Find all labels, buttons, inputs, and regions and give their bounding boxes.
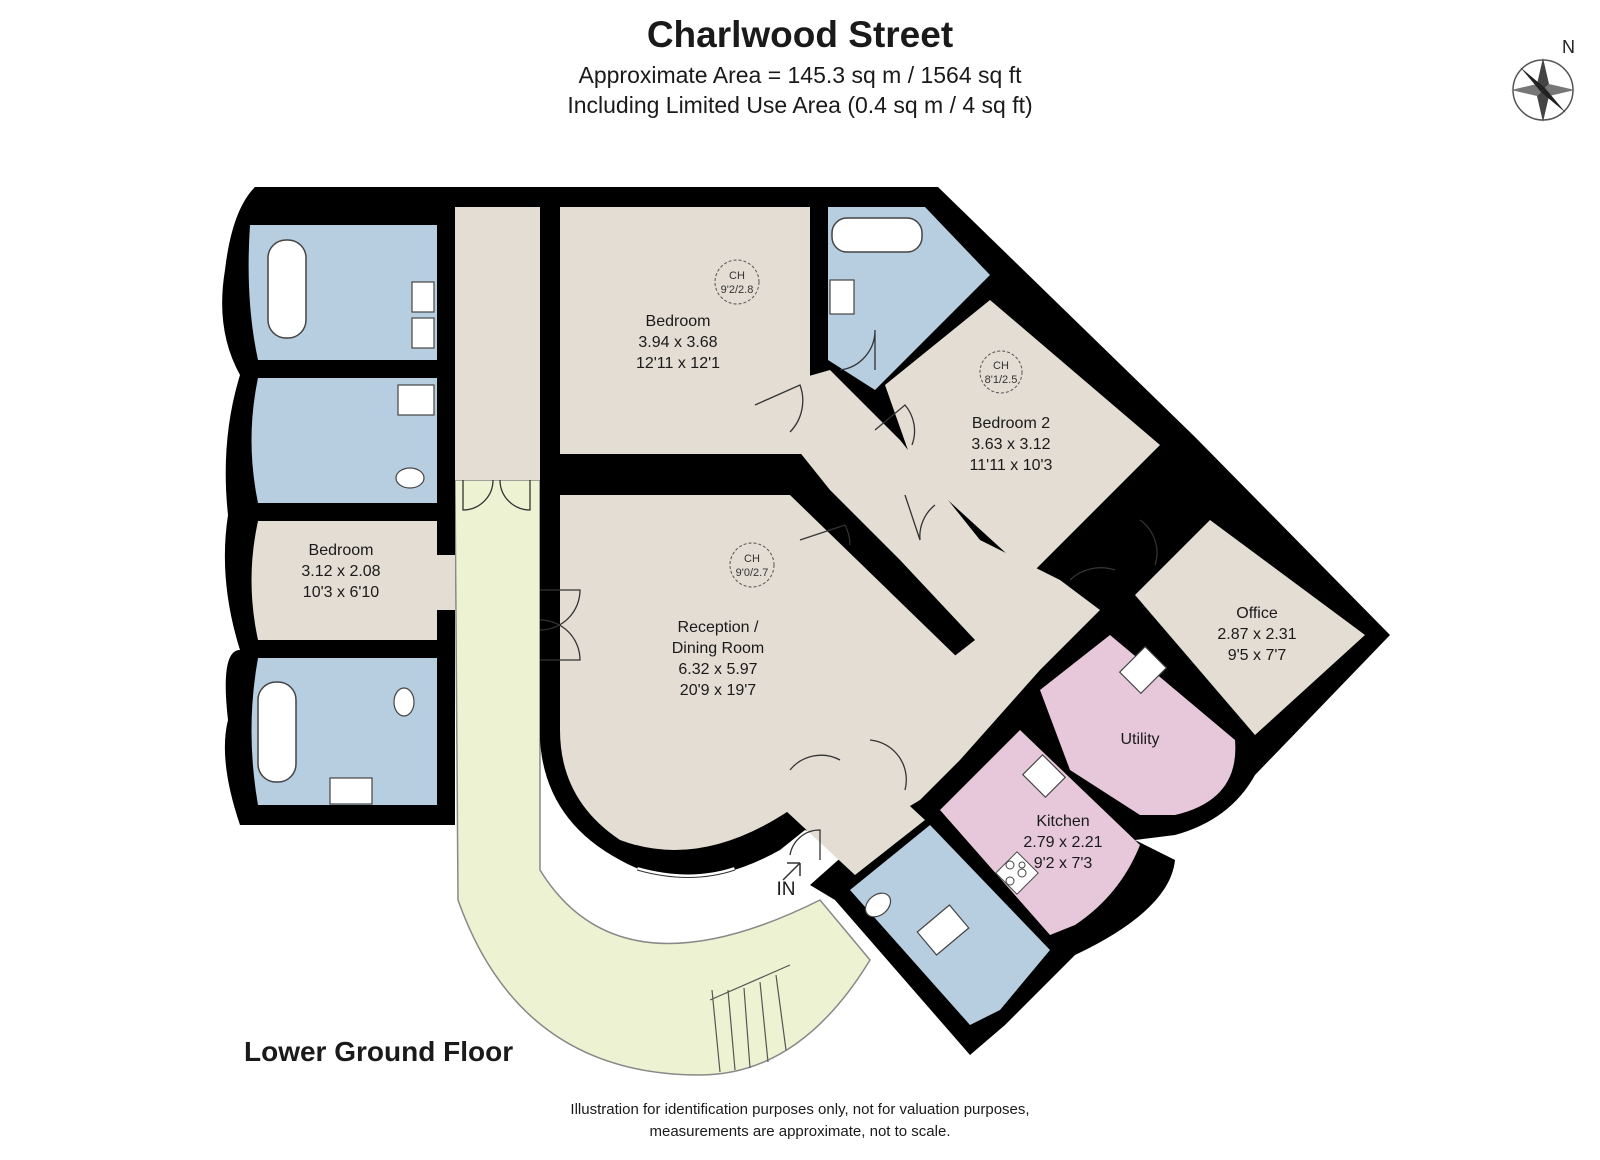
room-imperial: 9'5 x 7'7: [1228, 647, 1287, 664]
room-name-line1: Reception /: [678, 619, 759, 636]
room-reception: CH 9'0/2.7 Reception / Dining Room 6.32 …: [672, 542, 775, 699]
entrance-label: IN: [777, 879, 796, 900]
hob-icon: [995, 851, 1039, 895]
room-imperial: 11'11 x 10'3: [970, 457, 1053, 474]
room-metric: 3.94 x 3.68: [638, 334, 717, 351]
reception-area: [560, 495, 960, 850]
room-name: Kitchen: [1036, 813, 1089, 830]
ceiling-height-label: CH: [993, 360, 1009, 372]
wc-icon: [393, 467, 892, 918]
terrace-stairs: [709, 964, 791, 1073]
floor-label: Lower Ground Floor: [244, 1036, 514, 1067]
entrance-arrow-icon: [782, 862, 801, 881]
room-metric: 3.12 x 2.08: [301, 563, 380, 580]
room-imperial: 10'3 x 6'10: [303, 584, 379, 601]
room-metric: 3.63 x 3.12: [971, 436, 1050, 453]
entry-lobby: [785, 760, 925, 875]
kitchen-area: [940, 730, 1140, 935]
room-utility: Utility: [1120, 731, 1159, 748]
room-name: Bedroom: [309, 542, 374, 559]
ceiling-height-value: 9'2/2.8: [721, 284, 754, 296]
room-imperial: 9'2 x 7'3: [1034, 855, 1093, 872]
utility-area: [1040, 635, 1236, 815]
compass-rose-icon: N: [1511, 37, 1575, 122]
room-name: Bedroom: [646, 313, 711, 330]
room-imperial: 20'9 x 19'7: [680, 682, 756, 699]
disclaimer-line-1: Illustration for identification purposes…: [570, 1101, 1030, 1118]
room-office: Office 2.87 x 2.31 9'5 x 7'7: [1217, 605, 1296, 664]
central-hallway: [760, 370, 1100, 850]
disclaimer-line-2: measurements are approximate, not to sca…: [649, 1123, 951, 1140]
room-metric: 2.79 x 2.21: [1023, 834, 1102, 851]
shower-room: [251, 378, 437, 503]
corridor-left: [455, 207, 540, 480]
compass-north-label: N: [1562, 37, 1575, 57]
limited-use-area: Including Limited Use Area (0.4 sq m / 4…: [567, 92, 1033, 118]
basin-icon: [329, 279, 1168, 956]
bedroom-2-area: [885, 300, 1160, 575]
ceiling-height-value: 9'0/2.7: [736, 567, 769, 579]
terrace-area: [454, 479, 871, 1076]
plan-title: Charlwood Street: [646, 14, 954, 55]
room-name: Office: [1236, 605, 1278, 622]
ceiling-height-label: CH: [744, 553, 760, 565]
approximate-area: Approximate Area = 145.3 sq m / 1564 sq …: [578, 62, 1022, 88]
room-bedroom-2: CH 8'1/2.5 Bedroom 2 3.63 x 3.12 11'11 x…: [970, 350, 1053, 474]
bedroom-main-area: [560, 207, 810, 454]
bathtub-icon: [257, 217, 923, 783]
bathroom-bottom-left: [251, 658, 437, 805]
room-name: Utility: [1120, 731, 1159, 748]
ceiling-height-label: CH: [729, 270, 745, 282]
room-metric: 2.87 x 2.31: [1217, 626, 1296, 643]
room-metric: 6.32 x 5.97: [678, 661, 757, 678]
room-imperial: 12'11 x 12'1: [636, 355, 720, 372]
door-swings: [462, 329, 1158, 860]
room-name-line2: Dining Room: [672, 640, 764, 657]
room-kitchen: Kitchen 2.79 x 2.21 9'2 x 7'3: [1023, 813, 1102, 872]
room-bedroom-small: Bedroom 3.12 x 2.08 10'3 x 6'10: [301, 542, 380, 601]
corridor-left-lower: [437, 555, 455, 610]
room-bedroom-main: CH 9'2/2.8 Bedroom 3.94 x 3.68 12'11 x 1…: [636, 259, 760, 372]
office-area: [1135, 520, 1365, 735]
room-name: Bedroom 2: [972, 415, 1050, 432]
bedroom-small-area: [251, 521, 437, 640]
ceiling-height-value: 8'1/2.5: [985, 374, 1018, 386]
